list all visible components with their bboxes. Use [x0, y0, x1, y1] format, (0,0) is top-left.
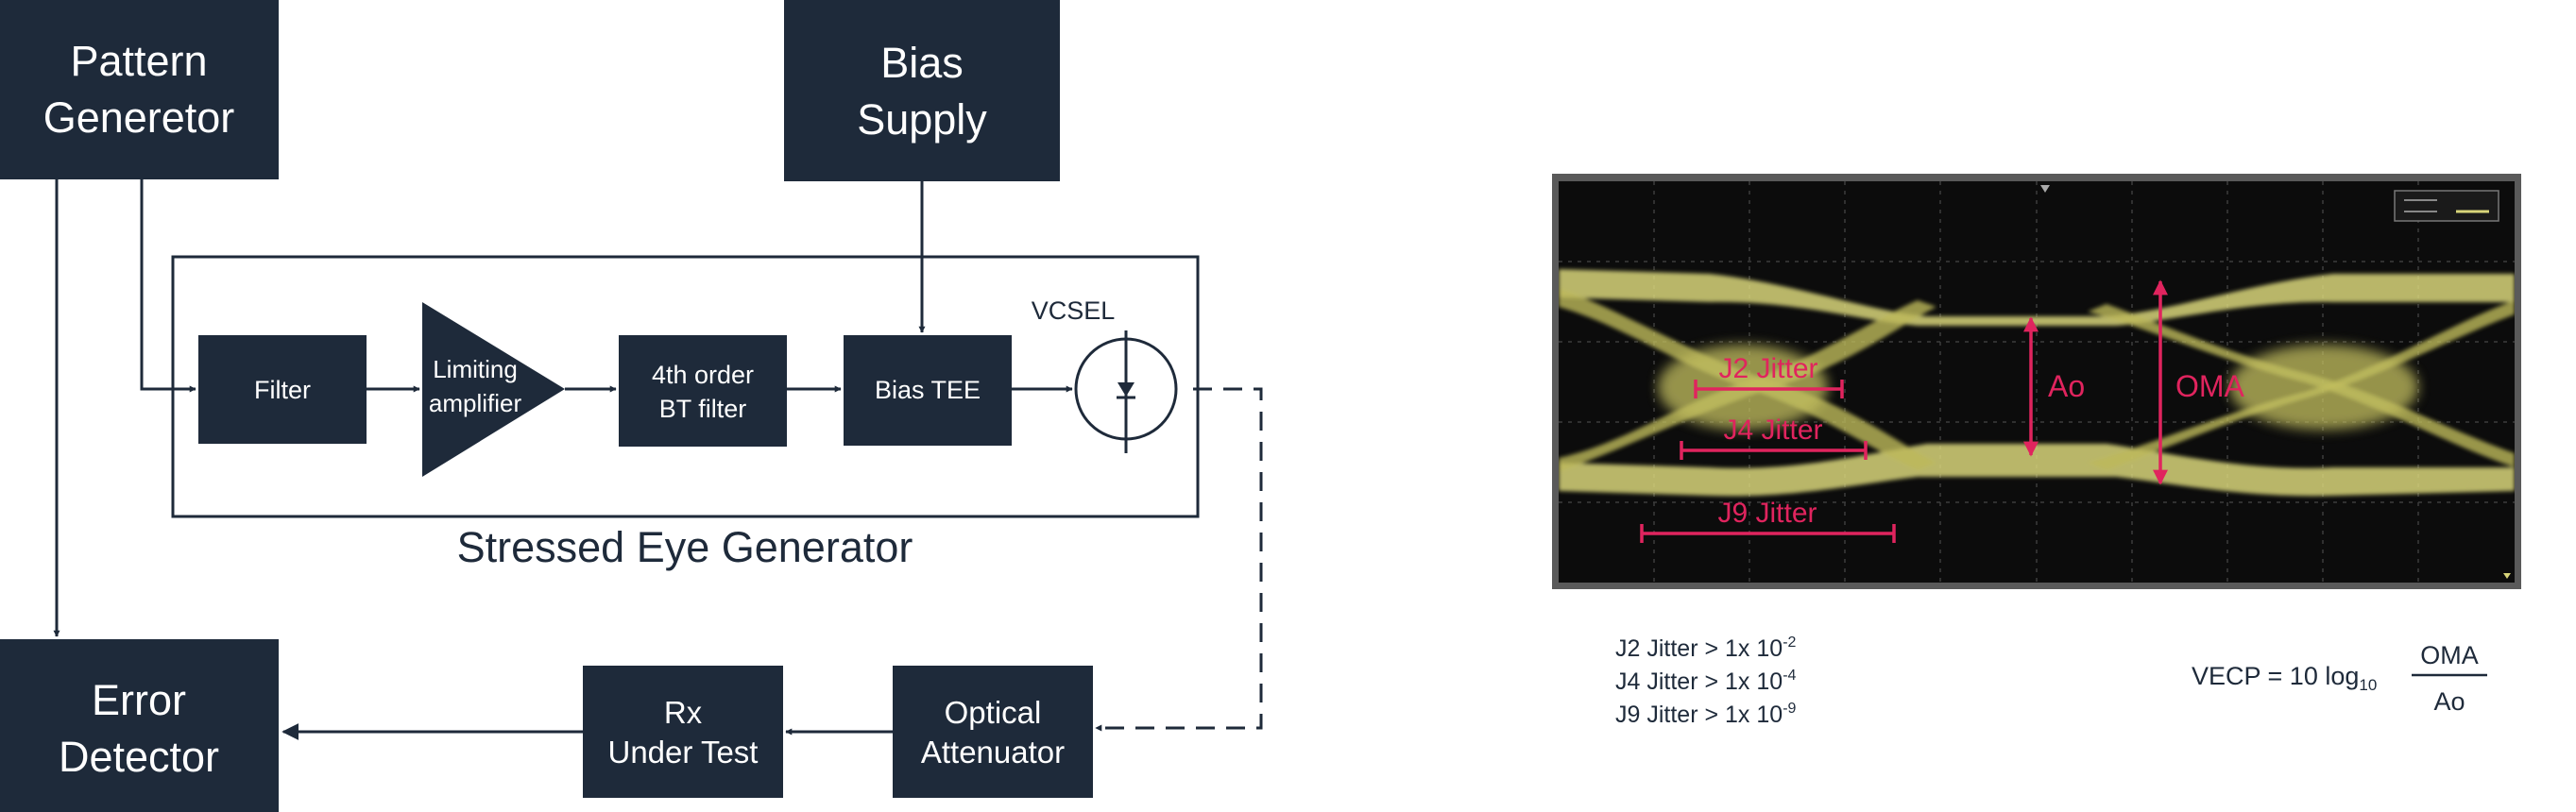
connectors: [53, 179, 1263, 740]
oma-marker: OMA: [2153, 279, 2245, 485]
eye-annotations: J2 Jitter J4 Jitter J9 Jitter Ao: [1640, 279, 2245, 543]
limiting-amplifier-line1: Limiting: [433, 355, 518, 383]
j2-jitter-marker: J2 Jitter: [1694, 353, 1844, 398]
jitter-spec-j2: J2 Jitter > 1x 10-2: [1615, 634, 1797, 662]
jitter-spec-j4: J4 Jitter > 1x 10-4: [1615, 668, 1797, 695]
eye-diagram: J2 Jitter J4 Jitter J9 Jitter Ao: [1552, 174, 2521, 728]
ao-label: Ao: [2048, 369, 2085, 403]
limiting-amplifier-block: Limiting amplifier: [422, 302, 565, 477]
bt-filter-line1: 4th order: [652, 361, 754, 389]
bt-filter-block: 4th order BT filter: [619, 335, 787, 447]
stressed-eye-generator-frame: [171, 255, 1200, 518]
limiting-amplifier-line2: amplifier: [429, 389, 522, 417]
eye-pattern: [1559, 269, 2515, 497]
vecp-denominator: Ao: [2433, 687, 2465, 716]
bt-filter-line2: BT filter: [659, 395, 747, 423]
error-detector-line1: Error: [92, 676, 186, 724]
pattern-generator-line1: Pattern: [70, 37, 207, 85]
vecp-formula-prefix: VECP = 10 log10: [2192, 662, 2377, 694]
pattern-generator-line2: Generetor: [43, 93, 235, 142]
filter-block: Filter: [198, 335, 367, 444]
bias-supply-line2: Supply: [857, 95, 987, 144]
jitter-specs: J2 Jitter > 1x 10-2 J4 Jitter > 1x 10-4 …: [1615, 634, 1797, 728]
optical-attenuator-line2: Attenuator: [921, 735, 1065, 770]
bias-tee-label: Bias TEE: [875, 376, 981, 404]
oma-label: OMA: [2175, 369, 2245, 403]
vcsel-label: VCSEL: [1032, 296, 1116, 325]
bias-tee-block: Bias TEE: [844, 335, 1012, 446]
error-detector-block: Error Detector: [0, 639, 279, 812]
j4-jitter-marker: J4 Jitter: [1680, 414, 1868, 460]
jitter-spec-j9: J9 Jitter > 1x 10-9: [1615, 701, 1797, 728]
rx-under-test-block: Rx Under Test: [583, 666, 783, 798]
j2-jitter-label: J2 Jitter: [1718, 353, 1817, 384]
j4-jitter-label: J4 Jitter: [1723, 414, 1822, 446]
ao-marker: Ao: [2023, 316, 2085, 457]
scope-traces: [1559, 181, 2515, 583]
vcsel-symbol: VCSEL: [1032, 296, 1178, 453]
bias-supply-block: Bias Supply: [784, 0, 1060, 181]
j9-jitter-marker: J9 Jitter: [1640, 498, 1896, 543]
bias-supply-line1: Bias: [880, 39, 964, 87]
stressed-eye-generator-label: Stressed Eye Generator: [457, 523, 913, 571]
vecp-numerator: OMA: [2420, 641, 2479, 669]
optical-attenuator-line1: Optical: [945, 695, 1042, 730]
rx-under-test-line1: Rx: [664, 695, 703, 730]
pattern-generator-block: Pattern Generetor: [0, 0, 279, 179]
scope-legend: [2394, 190, 2499, 222]
error-detector-line2: Detector: [59, 733, 219, 781]
j9-jitter-label: J9 Jitter: [1717, 498, 1817, 529]
rx-under-test-line2: Under Test: [608, 735, 759, 770]
vecp-formula: VECP = 10 log10 OMA Ao: [2192, 641, 2487, 716]
optical-attenuator-block: Optical Attenuator: [893, 666, 1093, 798]
block-diagram: Pattern Generetor Bias Supply Stressed E…: [0, 0, 1263, 812]
filter-label: Filter: [254, 376, 311, 404]
